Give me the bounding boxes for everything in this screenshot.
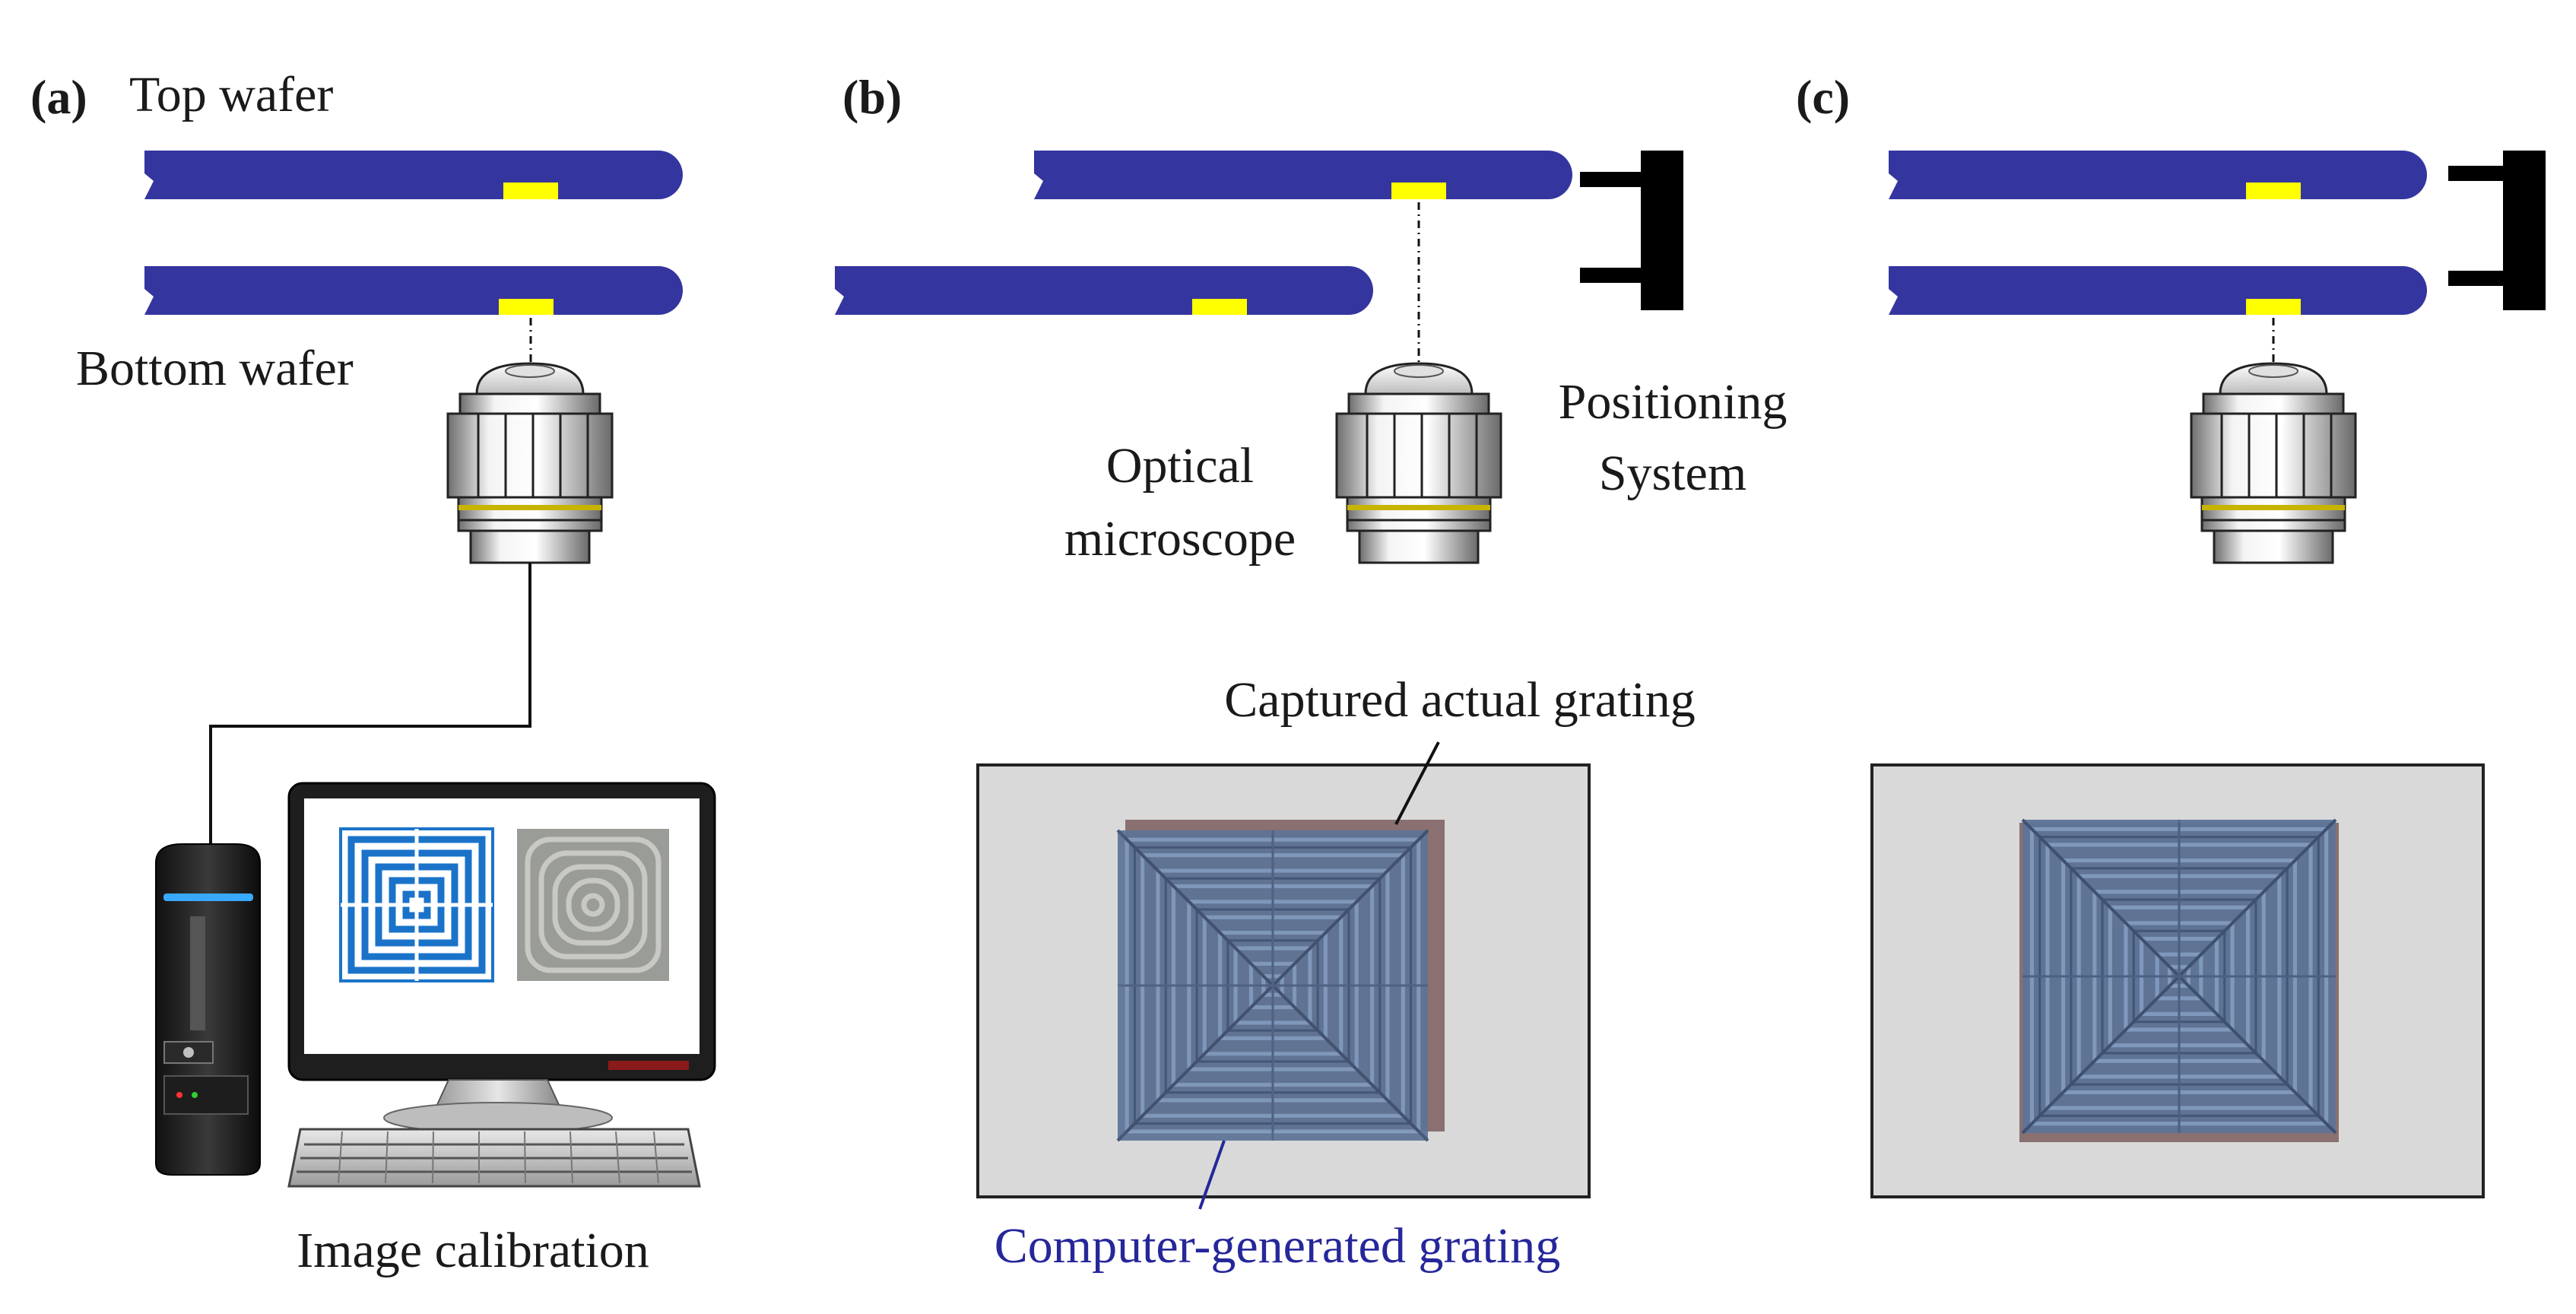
aligned-grating-view [1870, 763, 2485, 1198]
bottom-wafer-mark [1192, 299, 1247, 315]
grating-overlay-view [976, 741, 1591, 1210]
top-wafer-mark [2246, 182, 2301, 199]
top-wafer-label: Top wafer [129, 67, 334, 122]
desktop-computer-icon [287, 782, 716, 1134]
top-wafer-mark [1391, 182, 1446, 199]
bottom-wafer-mark [2246, 299, 2301, 315]
positioning-stage-icon [2448, 151, 2546, 310]
top-wafer [1034, 151, 1572, 199]
computer-tower-icon [155, 843, 261, 1176]
panel-c [1870, 151, 2546, 1198]
generated-grating-square [1118, 830, 1428, 1141]
binary-grating-image [339, 827, 494, 982]
panel-b [835, 151, 1683, 1210]
top-wafer [1889, 151, 2427, 199]
bottom-wafer-mark [499, 299, 554, 315]
captured-grating-image [517, 829, 669, 981]
generated-grating-label: Computer-generated grating [994, 1218, 1561, 1274]
microscope-objective-icon [446, 362, 614, 564]
bottom-wafer [1889, 266, 2427, 315]
bottom-wafer-label: Bottom wafer [76, 341, 354, 396]
keyboard-icon [287, 1128, 701, 1188]
image-calibration-label: Image calibration [297, 1223, 649, 1278]
positioning-stage-icon [1580, 151, 1683, 310]
top-wafer-mark [503, 182, 558, 199]
positioning-label-line1: Positioning [1558, 374, 1788, 430]
generated-grating-square [2022, 820, 2336, 1133]
panel-b-tag: (b) [842, 70, 903, 124]
bottom-wafer [144, 266, 683, 315]
microscope-objective-icon [2190, 362, 2357, 564]
microscope-objective-icon [1335, 362, 1502, 564]
bottom-wafer [835, 266, 1373, 315]
camera-cable [209, 563, 531, 846]
captured-grating-label: Captured actual grating [1224, 672, 1696, 728]
microscope-label-line1: Optical [1106, 438, 1255, 494]
top-wafer [144, 151, 683, 199]
generated-pointer-line [1198, 1140, 1226, 1210]
panel-a-tag: (a) [30, 70, 87, 124]
panel-c-tag: (c) [1796, 70, 1851, 124]
positioning-label-line2: System [1598, 446, 1747, 501]
panel-a [144, 151, 716, 1188]
microscope-label-line2: microscope [1064, 511, 1296, 567]
captured-pointer-line [1394, 741, 1440, 825]
